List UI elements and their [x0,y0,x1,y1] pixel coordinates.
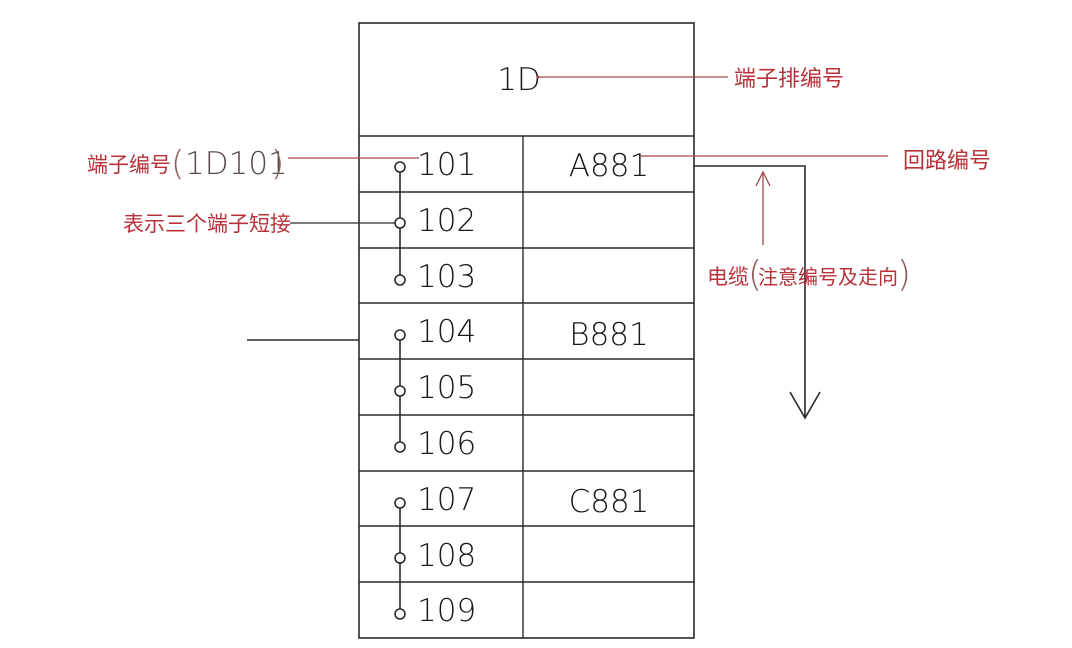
label-shorted-terminals: 表示三个端子短接 [123,212,291,236]
circuit-number: B881 [569,317,648,353]
label-cable-note: 注意编号及走向 [758,265,898,289]
paren-open: ( [748,254,762,295]
terminal-connector-icon [394,161,406,173]
label-cable: 电缆 [707,265,749,289]
terminal-row: 103 [417,259,476,295]
paren-close: ) [271,144,284,184]
cable [694,165,821,420]
leader-dot-icon [536,75,540,79]
terminal-row: 106 [417,426,476,462]
terminal-number: 106 [417,426,476,462]
terminal-connector-icon [394,552,406,564]
label-terminal-number: 端子编号 [87,153,171,177]
terminal-number: 105 [417,370,476,406]
circuit-number: A881 [569,148,649,184]
label-terminal-block-number: 端子排编号 [734,67,844,92]
terminal-connector-icon [394,385,406,397]
cable-direction-arrow-icon [789,391,821,420]
terminal-number: 108 [417,538,476,574]
terminal-number: 107 [417,482,476,518]
terminal-row: 101 A881 [417,147,649,184]
terminal-connector-icon [394,274,406,286]
terminal-block-frame [358,22,695,639]
terminal-connector-icon [394,329,406,341]
terminal-block: 1D 101 A881 102 103 104 B881 105 [247,22,695,639]
label-circuit-number: 回路编号 [903,149,991,174]
terminal-connector-icon [394,441,406,453]
row-dividers [359,191,694,583]
circuit-number: C881 [569,484,650,520]
terminal-row: 107 C881 [417,482,649,520]
paren-open: ( [171,144,184,184]
terminal-number: 102 [417,203,476,239]
cable-line [694,165,806,418]
terminal-connector-icon [394,217,406,229]
terminal-number: 101 [417,147,476,183]
shorting-jumpers [394,161,406,620]
terminal-number-example: 1D101 [185,146,288,182]
terminal-connector-icon [394,497,406,509]
terminal-row: 108 [417,538,476,574]
terminal-row: 109 [417,593,476,629]
terminal-connector-icon [394,608,406,620]
terminal-row: 105 [417,370,476,406]
terminal-number: 104 [417,314,476,350]
terminal-number: 103 [417,259,476,295]
annotation-arrow-icon [755,170,771,187]
terminal-rows: 101 A881 102 103 104 B881 105 106 [417,147,649,629]
terminal-number: 109 [417,593,476,629]
terminal-row: 104 B881 [417,314,649,353]
terminal-block-id: 1D [497,62,541,98]
annotations: 端子排编号 端子编号 ( 1D101 ) 表示三个端子短接 回路编号 电缆 ( … [87,67,991,295]
terminal-row: 102 [417,203,476,239]
paren-close: ) [897,254,911,295]
